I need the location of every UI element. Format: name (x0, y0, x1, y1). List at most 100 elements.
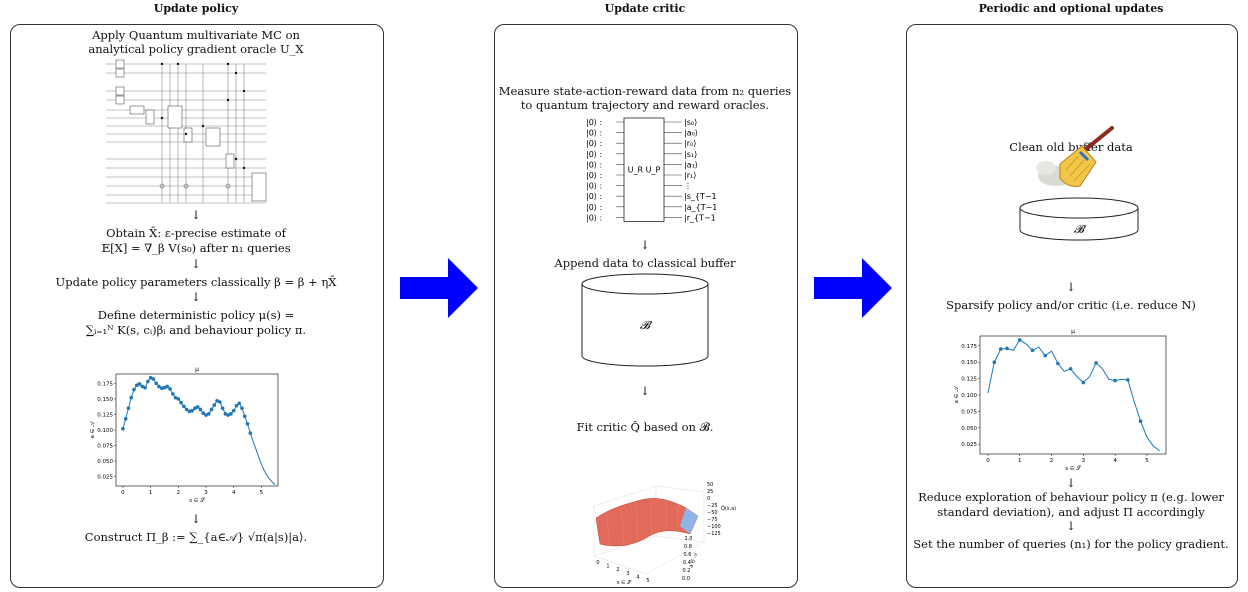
y-tick-label: 0.100 (97, 428, 113, 434)
periodic-down-arrow-2: ↓ (1065, 476, 1077, 490)
data-point (992, 360, 997, 365)
surface-y-tick: 0.8 (684, 544, 692, 550)
data-point (237, 401, 242, 406)
data-point (215, 398, 219, 403)
surface-y-label: a ∈ 𝒜 (688, 551, 699, 569)
data-point (226, 413, 230, 417)
surface-z-tick: −25 (707, 503, 718, 509)
surface-z-tick: −100 (707, 524, 721, 530)
circuit-input-label: |0⟩ : (586, 150, 602, 159)
data-point (220, 406, 225, 411)
broom-icon (1036, 126, 1114, 187)
data-point (184, 407, 189, 412)
data-point (140, 384, 145, 389)
circuit-input-label: |0⟩ : (586, 160, 602, 169)
circuit-output-label: |a_{T−1}⟩ (684, 203, 716, 212)
data-point (1094, 361, 1098, 365)
policy-down-arrow-4: ↓ (190, 512, 202, 526)
data-point (195, 405, 200, 409)
x-tick-label: 5 (1145, 458, 1149, 464)
series-line (987, 339, 1160, 452)
surface-y-tick: 0.2 (683, 568, 691, 574)
data-point (121, 426, 125, 431)
x-tick-label: 0 (121, 490, 125, 496)
y-tick-label: 0.025 (961, 442, 977, 448)
big-arrow-right-2 (814, 258, 892, 318)
data-point (1068, 366, 1073, 371)
data-point (209, 407, 214, 412)
policy-quantum-circuit (106, 59, 267, 204)
circuit-input-label: |0⟩ : (586, 118, 602, 127)
x-tick-label: 4 (232, 490, 236, 496)
data-point (182, 404, 186, 409)
title-update-policy: Update policy (153, 2, 239, 15)
x-tick-label: 1 (149, 490, 153, 496)
surface-z-tick: 50 (707, 482, 713, 488)
surface-z-tick: 0 (707, 496, 710, 502)
surface-z-tick: −50 (707, 510, 718, 516)
surface-y-tick: 0.0 (682, 576, 690, 582)
surface-x-tick: 3 (626, 571, 629, 577)
surface-x-label: s ∈ 𝒮 (617, 580, 632, 586)
data-point (240, 406, 244, 411)
policy-step4-line1: Define deterministic policy μ(s) = (97, 308, 295, 322)
policy-down-arrow-3: ↓ (190, 290, 202, 304)
circuit-output-label: |a₀⟩ (684, 129, 698, 138)
data-point (193, 406, 197, 411)
critic-down-arrow-1: ↓ (639, 238, 651, 252)
data-point (157, 384, 161, 389)
policy-step4-line2: ∑ᵢ₌₁ᴺ K(s, cᵢ)βᵢ and behaviour policy π. (85, 323, 307, 337)
data-point (179, 400, 183, 405)
periodic-down-arrow-3: ↓ (1065, 519, 1077, 533)
data-point (173, 395, 178, 400)
circuit-gate-label: U_R U_P (628, 166, 661, 175)
title-periodic-updates: Periodic and optional updates (978, 2, 1164, 15)
y-tick-label: 0.125 (97, 412, 113, 418)
data-point (168, 387, 172, 391)
periodic-step2: Sparsify policy and/or critic (i.e. redu… (946, 298, 1196, 312)
data-point (129, 395, 134, 400)
critic-down-arrow-2: ↓ (639, 384, 651, 398)
y-axis-label: a ∈ 𝒜 (90, 421, 96, 439)
policy-step3: Update policy parameters classically β =… (55, 275, 337, 289)
periodic-buffer-cylinder (1019, 197, 1139, 241)
data-point (143, 385, 147, 390)
x-tick-label: 1 (1018, 458, 1022, 464)
data-point (231, 408, 236, 413)
data-point (198, 407, 203, 412)
x-tick-label: 4 (1113, 458, 1117, 464)
y-tick-label: 0.150 (97, 397, 113, 403)
circuit-output-label: |s₁⟩ (684, 150, 697, 159)
circuit-input-label: |0⟩ : (586, 139, 602, 148)
policy-down-arrow-2: ↓ (190, 257, 202, 271)
critic-step2: Append data to classical buffer (554, 256, 736, 270)
critic-step3: Fit critic Q̂ based on 𝓑. (576, 420, 714, 434)
circuit-input-label: |0⟩ : (586, 192, 602, 201)
periodic-step3-line1: Reduce exploration of behaviour policy π… (918, 490, 1224, 504)
data-point (162, 385, 167, 390)
data-point (187, 409, 192, 414)
y-tick-label: 0.175 (97, 381, 113, 387)
periodic-step4: Set the number of queries (n₁) for the p… (913, 537, 1229, 551)
periodic-down-arrow-1: ↓ (1065, 280, 1077, 294)
critic-quantum-circuit: |0⟩ :|0⟩ :|0⟩ :|0⟩ :|0⟩ :|0⟩ :|0⟩ :|0⟩ :… (586, 117, 716, 222)
data-point (159, 386, 164, 391)
data-point (998, 347, 1003, 351)
critic-q-surface-plot (593, 485, 705, 575)
critic-step1-line1: Measure state-action-reward data from n₂… (498, 84, 792, 98)
surface-x-tick: 4 (636, 574, 639, 580)
panel-periodic-updates (906, 24, 1238, 588)
circuit-output-label: |s_{T−1}⟩ (684, 192, 716, 201)
data-point (242, 414, 247, 419)
data-point (151, 377, 156, 381)
data-point (1126, 378, 1130, 382)
critic-buffer-cylinder (581, 273, 709, 367)
surface-y-tick: 0.6 (684, 552, 692, 558)
y-tick-label: 0.150 (961, 360, 977, 366)
circuit-output-label: |s₀⟩ (684, 118, 697, 127)
data-point (1138, 419, 1143, 424)
y-axis-label: a ∈ 𝒜 (954, 386, 960, 404)
data-point (1017, 338, 1022, 342)
